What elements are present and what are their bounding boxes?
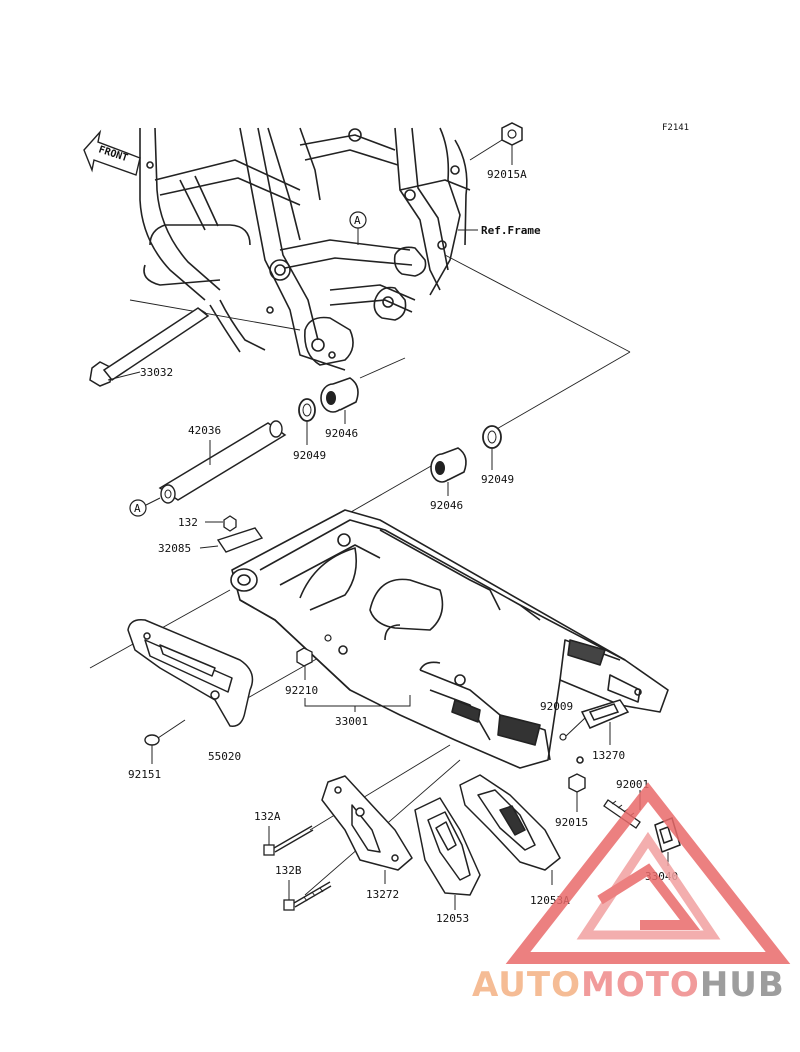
part-33032-pivot-bolt — [89, 307, 210, 387]
part-label-92009: 92009 — [540, 700, 573, 713]
automotohub-logo-watermark: AUTOMOTOHUB — [472, 782, 791, 1005]
part-label-92015A: 92015A — [487, 168, 527, 181]
part-92046-bearing-left — [320, 377, 359, 424]
part-55020-chain-guard — [127, 618, 254, 727]
part-label-132: 132 — [178, 516, 198, 529]
part-label-55020: 55020 — [208, 750, 241, 763]
part-label-32085: 32085 — [158, 542, 191, 555]
svg-text:A: A — [354, 214, 361, 227]
part-32085-plate — [199, 527, 264, 553]
logo-triangle-icon — [505, 782, 791, 964]
part-13270-plate — [580, 699, 630, 745]
part-label-92015: 92015 — [555, 816, 588, 829]
svg-text:A: A — [134, 502, 141, 515]
part-92210-spacer — [296, 634, 332, 680]
diagram-code: F2141 — [662, 123, 689, 133]
part-12053A-chain-guide — [459, 774, 561, 885]
part-92015-nut — [568, 773, 586, 812]
part-label-13272: 13272 — [366, 888, 399, 901]
part-label-92049-left: 92049 — [293, 449, 326, 462]
front-arrow-icon: FRONT — [83, 129, 141, 176]
part-label-132A: 132A — [254, 810, 281, 823]
watermark-text: AUTOMOTOHUB — [472, 965, 785, 1005]
part-label-42036: 42036 — [188, 424, 221, 437]
part-92046-bearing-right — [430, 447, 467, 496]
part-132A-bolt — [263, 825, 314, 856]
part-92009-screw — [559, 717, 586, 741]
part-label-13270: 13270 — [592, 749, 625, 762]
part-13272-chain-guide-plate — [321, 775, 413, 884]
part-label-92046-right: 92046 — [430, 499, 463, 512]
watermark-auto: AUTO — [472, 965, 581, 1005]
part-92015A-nut — [469, 122, 523, 165]
part-92151-screw — [144, 719, 186, 764]
part-label-92210: 92210 — [285, 684, 318, 697]
frame-drawing — [139, 127, 471, 371]
part-label-92046-left: 92046 — [325, 427, 358, 440]
part-132-bolt — [205, 515, 237, 532]
part-label-92001: 92001 — [616, 778, 649, 791]
part-92049-seal-right — [482, 425, 502, 470]
part-label-92151: 92151 — [128, 768, 161, 781]
part-label-33032: 33032 — [140, 366, 173, 379]
part-label-12053: 12053 — [436, 912, 469, 925]
part-33001-swingarm — [230, 509, 669, 769]
callout-a-bottom: A — [129, 497, 161, 517]
callout-a-top: A — [349, 211, 367, 245]
watermark-moto: MOTO — [581, 965, 700, 1005]
ref-frame-label: Ref.Frame — [481, 224, 541, 237]
part-label-132B: 132B — [275, 864, 302, 877]
part-92049-seal-left — [298, 398, 316, 445]
part-12053-chain-guide — [414, 797, 481, 910]
part-132B-bolt — [283, 880, 332, 911]
part-42036-pivot-shaft — [158, 420, 287, 504]
part-label-92049-right: 92049 — [481, 473, 514, 486]
watermark-hub: HUB — [700, 965, 785, 1005]
part-label-33001: 33001 — [335, 715, 368, 728]
